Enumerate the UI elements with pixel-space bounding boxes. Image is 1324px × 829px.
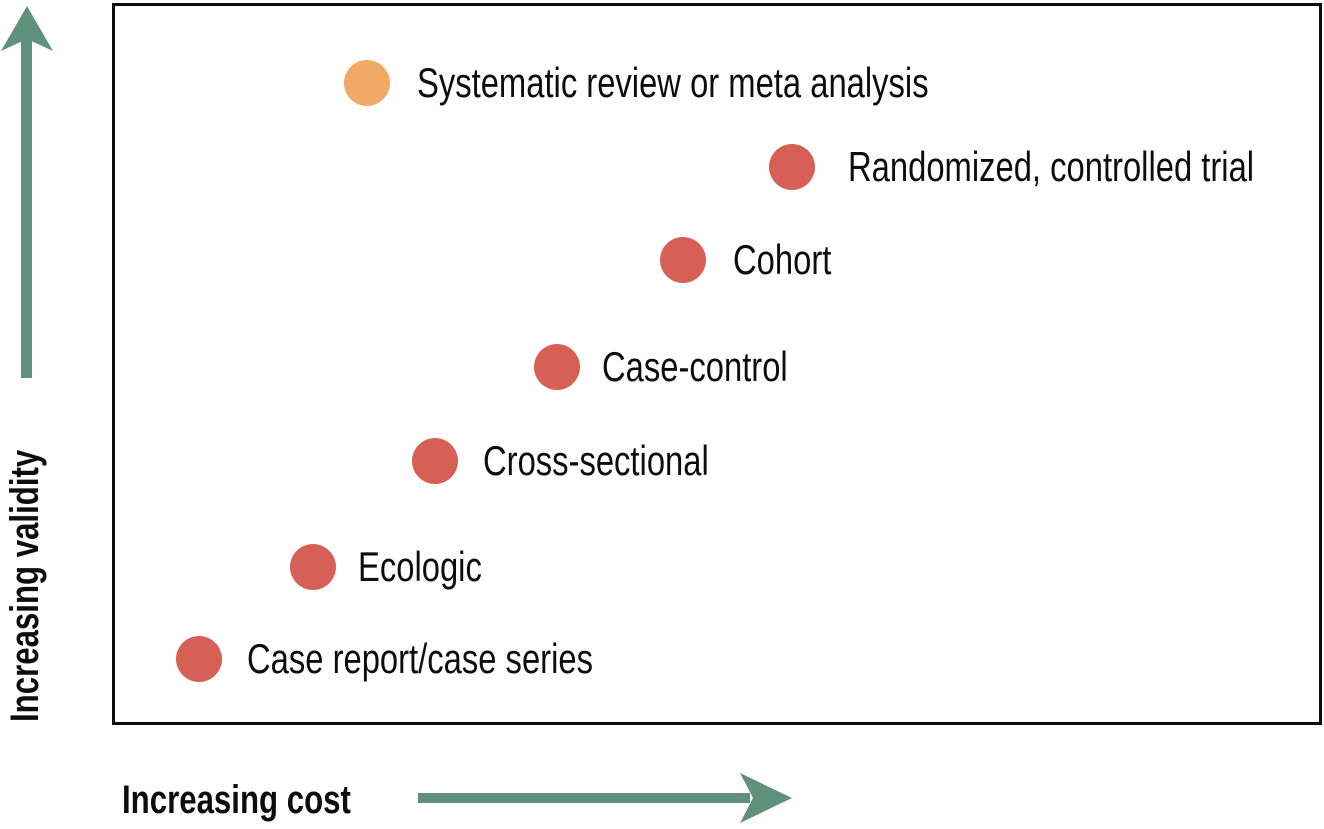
x-axis-label-text: Increasing cost (122, 778, 351, 822)
plot-border (112, 3, 1322, 725)
data-point-dot (412, 438, 458, 484)
data-point-label: Ecologic (358, 543, 482, 590)
data-point-dot (534, 344, 580, 390)
data-point-label: Cross-sectional (483, 437, 709, 484)
x-axis-label: Increasing cost (122, 777, 415, 823)
data-point-label: Cohort (733, 236, 832, 283)
x-axis-arrow-icon (418, 773, 792, 823)
data-point-dot (290, 544, 336, 590)
data-point-label: Case report/case series (247, 635, 593, 682)
data-point-label: Randomized, controlled trial (848, 143, 1255, 190)
data-point-dot (660, 237, 706, 283)
data-point-label: Case-control (602, 343, 788, 390)
data-point-dot (344, 60, 390, 106)
data-point-label: Systematic review or meta analysis (417, 59, 929, 106)
data-point-dot (176, 636, 222, 682)
data-point-dot (769, 144, 815, 190)
y-axis-arrow-icon (1, 6, 53, 378)
